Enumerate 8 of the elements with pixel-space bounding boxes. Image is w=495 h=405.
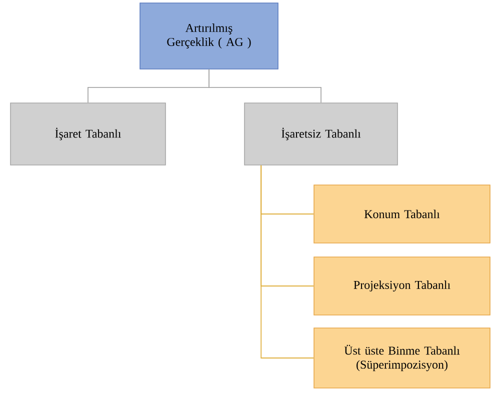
box: İşaret Tabanlı <box>10 102 166 166</box>
box: Üst üste Binme Tabanlı (Süperimpozisyon) <box>314 328 490 388</box>
connector <box>208 68 322 104</box>
box: Projeksiyon Tabanlı <box>314 256 490 316</box>
box: Artırılmış Gerçeklik ( AG ) <box>140 2 278 70</box>
connector <box>260 164 314 358</box>
box: İşaretsiz Tabanlı <box>244 102 398 166</box>
box: Konum Tabanlı <box>314 184 490 244</box>
